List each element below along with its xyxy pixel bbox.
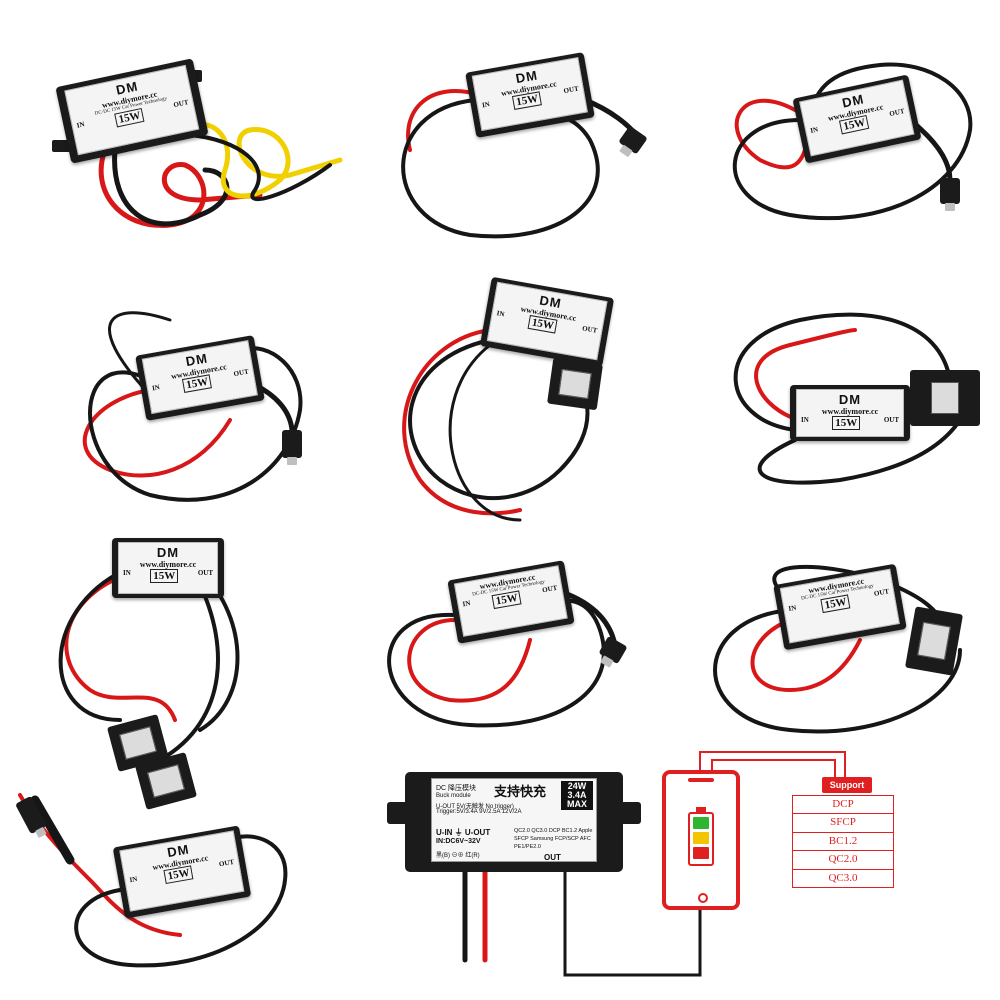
module-label: DM www.diymore.cc IN 15W OUT [118,542,218,594]
output-label: OUT [873,587,890,598]
product-photo-6: DM www.diymore.cc IN 15W OUT [670,265,1000,525]
battery-segment-green [693,817,709,829]
mounting-ear [615,802,641,824]
micro-usb-plug [618,125,648,158]
product-photo-7: DM www.diymore.cc IN 15W OUT [0,530,330,810]
brand-url: www.diymore.cc [821,407,879,416]
protocol-item: BC1.2 [793,833,893,852]
phone-speaker [688,778,714,782]
usb-panel-mount-socket [910,370,980,426]
input-label: IN [787,603,797,613]
output-label: OUT [541,583,558,595]
protocol-item: QC3.0 [828,871,858,884]
module-label: www.diymore.cc DC-DC 15W Car Power Techn… [453,565,568,637]
usb-female-socket [547,357,603,411]
module-label: DM www.diymore.cc IN 15W OUT [796,389,904,437]
out-label: OUT [544,853,561,862]
input-label: IN [123,569,131,577]
module-label: DM www.diymore.cc DC-DC 15W Car Power Te… [64,64,200,156]
input-label: IN [809,125,819,135]
input-label: IN [481,100,491,110]
output-label: OUT [218,857,235,869]
support-protocol-list: DCP SFCP BC1.2 QC2.0 QC3.0 [792,795,894,888]
converter-module: www.diymore.cc DC-DC 15W Car Power Techn… [447,560,575,644]
protocol-item: SFCP [793,814,893,833]
label-line-3: U-OUT 5V(无触发 No trigger) [436,804,514,810]
micro-usb-plug [282,430,302,465]
usb-female-socket [904,606,964,676]
input-label: IN [76,120,86,130]
input-label: IN [128,874,138,885]
badge-watt: 24W [567,781,587,791]
converter-module: DM www.diymore.cc DC-DC 15W Car Power Te… [55,58,209,164]
io-label: U-IN ⏚ U-OUT [436,828,491,837]
converter-module: www.diymore.cc DC-DC 15W Car Power Techn… [773,563,907,651]
brand-url: www.diymore.cc [139,560,197,569]
brand-logo: DM [838,392,862,407]
wattage: 15W [832,416,861,430]
converter-module: DM www.diymore.cc IN 15W OUT [112,538,224,598]
battery-segment-red [693,847,709,859]
featured-converter-module: DC 降压模块 Buck module U-OUT 5V(无触发 No trig… [387,772,641,872]
featured-label: DC 降压模块 Buck module U-OUT 5V(无触发 No trig… [431,778,597,862]
output-label: OUT [197,569,213,577]
label-line-1: DC 降压模块 [436,785,477,792]
brand-logo: DM [156,545,180,560]
wattage: 15W [150,569,179,583]
badge-max: MAX [567,799,587,809]
input-label: IN [496,309,506,319]
product-photo-1: DM www.diymore.cc DC-DC 15W Car Power Te… [0,0,330,250]
output-label: OUT [883,416,899,424]
output-label: OUT [172,98,190,110]
input-voltage: IN:DC6V~32V [436,838,481,845]
protocol-item: QC2.0 [793,851,893,870]
label-line-2: Buck module [436,793,471,799]
home-button-icon [698,893,708,903]
input-label: IN [151,383,161,393]
support-header: Support [822,777,872,793]
label-line-4: Trigger:5V/3.4A 9V/2.5A 12V/2A [436,809,522,815]
input-label: IN [801,416,809,424]
usb-c-plug [15,795,47,839]
fast-charge-title: 支持快充 [494,784,547,799]
battery-segment-yellow [693,832,709,844]
output-label: OUT [232,367,250,379]
module-label: www.diymore.cc DC-DC 15W Car Power Techn… [779,568,900,644]
converter-module: DM www.diymore.cc IN 15W OUT [790,385,910,441]
product-photo-8: www.diymore.cc DC-DC 15W Car Power Techn… [340,530,670,760]
battery-cap [696,807,706,812]
output-label: OUT [888,107,906,119]
battery-icon [688,812,714,866]
badge-amp: 3.4A [567,790,587,800]
protocol-item: DCP [793,796,893,815]
mini-usb-plug [940,178,960,211]
product-photo-9: www.diymore.cc DC-DC 15W Car Power Techn… [670,530,1000,760]
micro-usb-plug [598,635,628,668]
mounting-ear [387,802,413,824]
output-label: OUT [562,84,580,96]
output-label: OUT [581,324,598,335]
phone-icon [662,770,740,910]
max-rating-badge: 24W 3.4A MAX [561,781,593,810]
protocol-list-small: QC2.0 QC3.0 DCP BC1.2 Apple SFCP Samsung… [514,828,593,850]
polarity-label: 黑(B) ⊖⊕ 红(R) [436,853,480,859]
input-label: IN [461,599,472,609]
